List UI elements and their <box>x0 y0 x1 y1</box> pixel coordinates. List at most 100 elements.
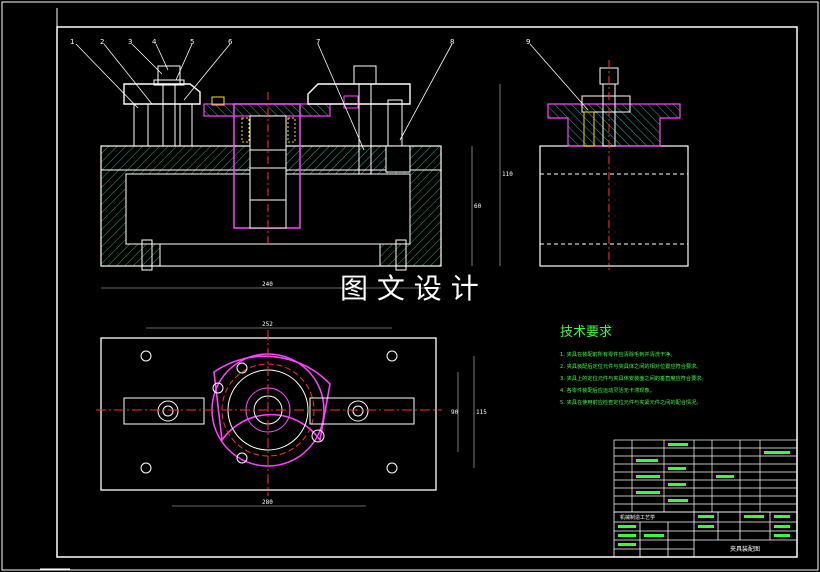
requirement-item-5: 5. 夹具在使用前应检查定位元件与夹紧元件之间的配合情况。 <box>560 398 701 406</box>
title-block-marks <box>618 515 790 546</box>
plan-ring-hole-2 <box>212 382 224 394</box>
leader-label-6: 6 <box>228 38 233 46</box>
plan-left-nut-inner <box>162 405 174 417</box>
tb-mark-6 <box>698 525 714 528</box>
leader-label-5: 5 <box>190 38 194 46</box>
leader-label-2: 2 <box>100 38 104 46</box>
parts-mark-6 <box>636 491 660 494</box>
requirement-item-3: 3. 夹具上的定位元件与夹具体安装面之间的垂直度应符合要求。 <box>560 374 707 382</box>
parts-list <box>613 439 798 513</box>
side-pin <box>583 111 595 147</box>
left-spring <box>211 96 225 106</box>
bushing-flange <box>203 103 331 117</box>
right-support-block <box>343 95 359 109</box>
left-support-pin-2 <box>179 103 193 147</box>
parts-mark-7 <box>668 499 688 502</box>
dim-height-text: 110 <box>502 171 513 178</box>
side-view: 9 <box>526 38 689 270</box>
right-stud <box>358 83 372 175</box>
leader-line-2 <box>103 43 153 105</box>
leader-line-9 <box>529 43 589 111</box>
plan-dim-bottom-text: 280 <box>262 499 273 506</box>
tb-mark-5 <box>698 515 714 518</box>
requirement-item-4: 4. 各零件装配后应运动灵活无卡滞现象。 <box>560 386 655 394</box>
parts-mark-3 <box>668 467 686 470</box>
tb-mark-4 <box>644 534 664 537</box>
right-base-insert <box>385 145 411 173</box>
right-support-pin <box>387 99 403 147</box>
left-clamp-nut <box>157 65 181 85</box>
plan-dim-top-text: 252 <box>262 321 273 328</box>
plan-hole-bl <box>140 462 152 474</box>
right-bolt-lower <box>395 239 407 271</box>
plan-template-arc <box>213 355 331 443</box>
parts-mark-5 <box>668 483 686 486</box>
left-support-pin <box>133 103 149 147</box>
plan-ring-hole-4 <box>311 429 325 443</box>
parts-mark-1 <box>668 443 688 446</box>
leader-line-3 <box>131 43 163 75</box>
left-bolt-lower <box>141 239 153 271</box>
left-clamp-washer <box>153 79 185 86</box>
tb-mark-9 <box>774 525 790 528</box>
leader-label-9: 9 <box>526 38 530 46</box>
side-base <box>539 145 689 267</box>
watermark-text: 图 文 设 计 <box>340 272 479 305</box>
plan-view: 252 280 90 115 <box>96 321 487 507</box>
parts-mark-8 <box>764 451 790 454</box>
plan-right-clamp <box>309 397 415 425</box>
plan-right-nut <box>347 400 369 422</box>
dim-width-text: 240 <box>262 281 273 288</box>
leader-label-4: 4 <box>152 38 157 46</box>
tb-mark-3 <box>618 543 636 546</box>
plan-hole-br <box>386 462 398 474</box>
leader-label-8: 8 <box>450 38 454 46</box>
dim-inner-text: 60 <box>474 203 482 210</box>
plan-ring-hole-3 <box>236 452 248 464</box>
tb-mark-7 <box>744 515 764 518</box>
plan-hole-tr <box>386 350 398 362</box>
plan-dim-h1-text: 90 <box>451 409 459 416</box>
leader-line-7 <box>317 43 365 151</box>
left-stud <box>162 83 176 147</box>
requirements-title: 技术要求 <box>560 325 612 340</box>
tb-mark-1 <box>618 525 636 528</box>
leader-label-7: 7 <box>316 38 320 46</box>
tb-mark-8 <box>774 515 790 518</box>
title-block <box>613 511 798 558</box>
parts-list-marks <box>636 443 790 502</box>
technical-requirements: 技术要求 1. 夹具在装配前所有零件应清除毛刺并清洗干净。 2. 夹具装配后定位… <box>560 325 707 406</box>
plan-left-nut <box>157 400 179 422</box>
plan-right-nut-inner <box>352 405 364 417</box>
tb-mark-10 <box>774 534 790 537</box>
plan-ring-hole-1 <box>236 362 248 374</box>
side-clamp <box>581 95 631 113</box>
leader-label-1: 1 <box>70 38 74 46</box>
leader-line-1 <box>75 43 139 109</box>
requirement-item-1: 1. 夹具在装配前所有零件应清除毛刺并清洗干净。 <box>560 350 676 358</box>
thread-left <box>241 117 250 143</box>
title-block-drawing-title: 夹具装配图 <box>730 545 760 553</box>
plan-hole-tl <box>140 350 152 362</box>
tb-mark-2 <box>618 534 636 537</box>
thread-right <box>287 117 296 143</box>
parts-mark-9 <box>716 475 734 478</box>
leader-line-5 <box>175 43 193 81</box>
plan-left-clamp <box>123 397 205 425</box>
drawing-frame <box>56 26 798 558</box>
side-bushing-flange <box>547 103 681 147</box>
title-block-frame <box>613 511 798 558</box>
leader-line-6 <box>183 43 231 101</box>
parts-mark-4 <box>636 475 660 478</box>
leader-label-3: 3 <box>128 38 132 46</box>
leader-line-4 <box>155 43 169 71</box>
requirement-item-2: 2. 夹具装配后定位元件与夹具体之间的相对位置应符合要求。 <box>560 362 701 370</box>
title-block-school: 机械制造工艺学 <box>620 514 655 521</box>
base-feet-gap <box>159 243 381 267</box>
parts-mark-2 <box>636 459 658 462</box>
leader-line-8 <box>399 43 453 141</box>
front-section-view: 1 2 3 4 5 6 7 8 240 110 60 <box>70 38 513 289</box>
plan-dim-h2-text: 115 <box>476 409 487 416</box>
